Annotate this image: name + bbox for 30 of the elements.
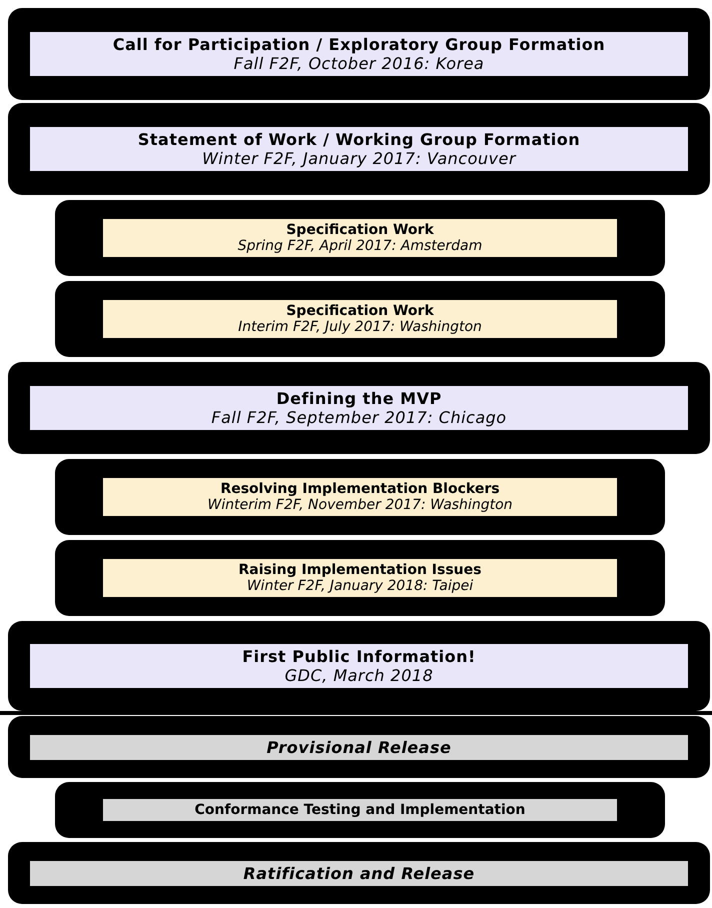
milestone-date: Winter F2F, January 2018: Taipei — [246, 578, 474, 594]
milestone-title: Raising Implementation Issues — [238, 562, 482, 578]
milestone-title: Statement of Work / Working Group Formation — [136, 130, 582, 149]
milestone-date: GDC, March 2018 — [284, 666, 434, 685]
milestone-title: Specification Work — [285, 303, 435, 319]
milestone-title: Defining the MVP — [275, 389, 443, 408]
milestone-title: Specification Work — [285, 222, 435, 238]
milestone-date: Winter F2F, January 2017: Vancouver — [201, 149, 518, 168]
milestone-card — [55, 782, 665, 838]
milestone-card — [8, 716, 710, 778]
milestone-date: Spring F2F, April 2017: Amsterdam — [236, 238, 484, 254]
milestone-card — [55, 200, 665, 276]
milestone-card — [55, 540, 665, 616]
milestone-title: Provisional Release — [266, 738, 452, 756]
milestone-title: Resolving Implementation Blockers — [219, 481, 501, 497]
milestone-date: Winterim F2F, November 2017: Washington — [206, 497, 514, 513]
milestone-card — [55, 281, 665, 357]
milestone-card — [8, 362, 710, 454]
milestone-card — [8, 842, 710, 904]
milestone-date: Fall F2F, October 2016: Korea — [232, 54, 486, 73]
milestone-card — [55, 459, 665, 535]
milestone-title: Conformance Testing and Implementation — [194, 802, 526, 818]
milestone-card — [8, 103, 710, 195]
milestone-date: Interim F2F, July 2017: Washington — [237, 319, 483, 335]
milestone-title: Call for Participation / Exploratory Group Formation — [112, 35, 606, 54]
milestone-title: Ratification and Release — [242, 864, 476, 882]
milestone-title: First Public Information! — [241, 647, 477, 666]
milestone-date: Fall F2F, September 2017: Chicago — [210, 408, 508, 427]
milestone-card — [8, 8, 710, 100]
milestone-card — [8, 621, 710, 711]
